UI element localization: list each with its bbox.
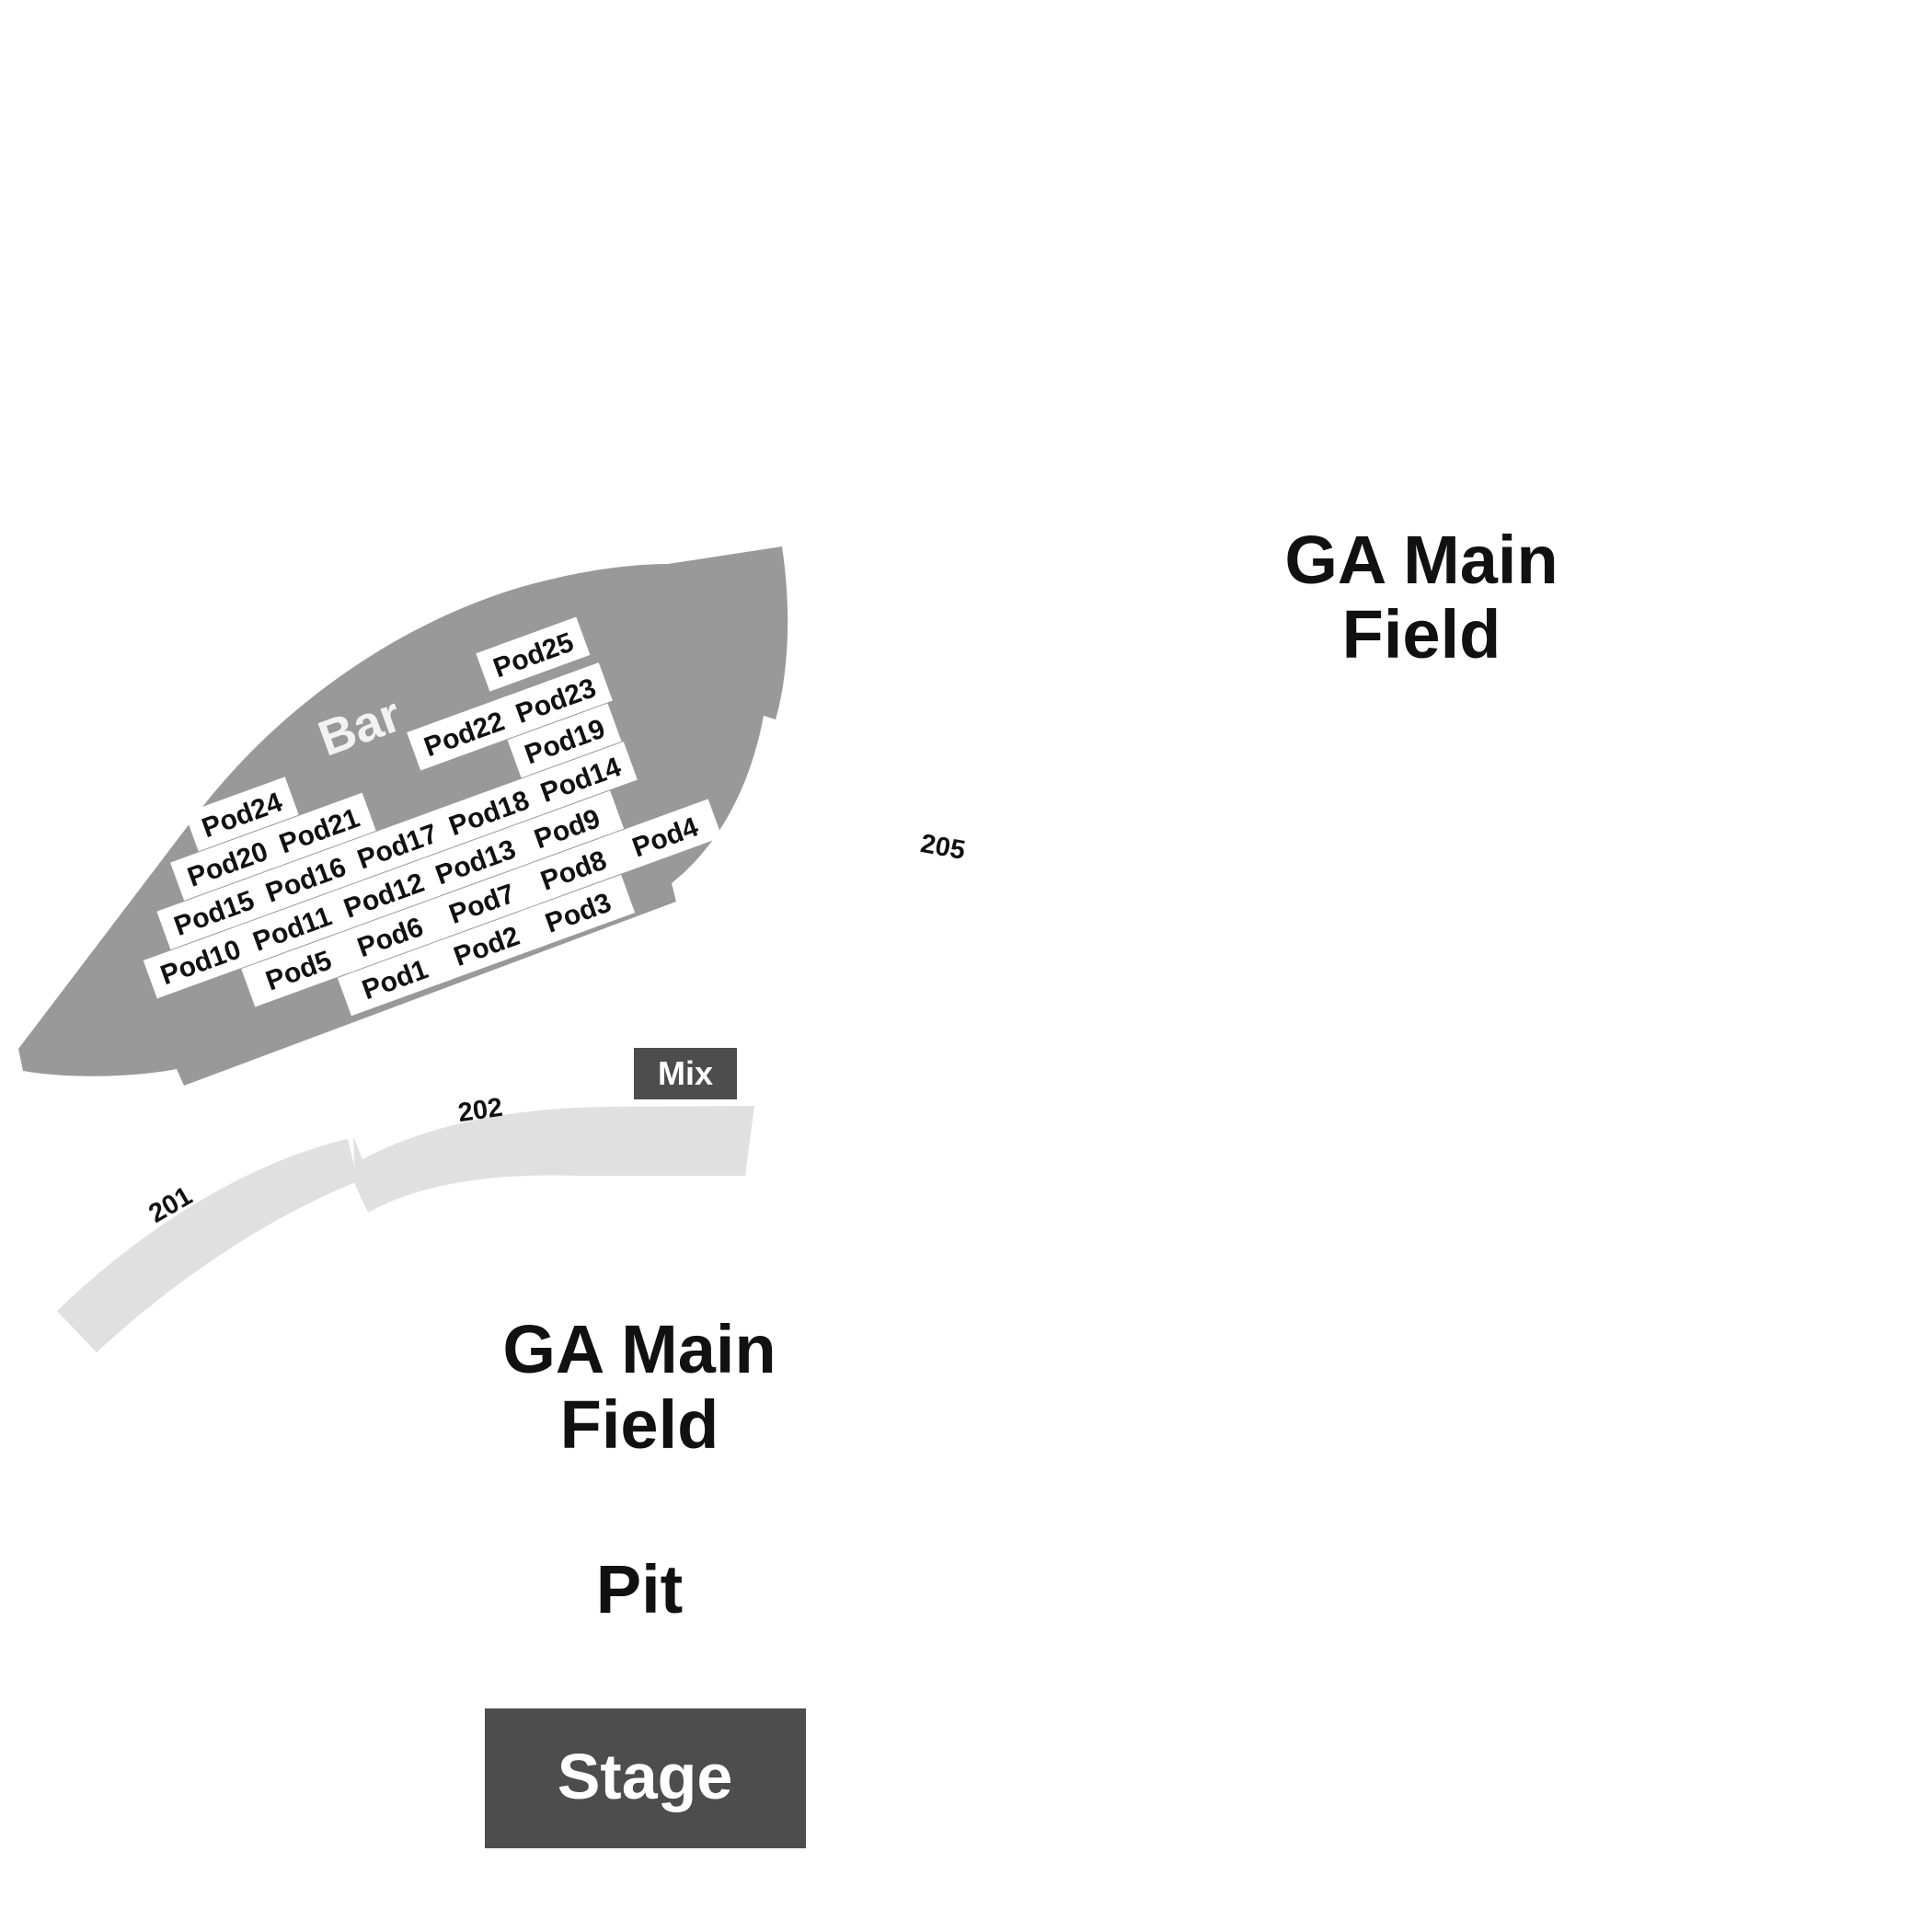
pod-11-box[interactable] <box>235 891 350 966</box>
pod-17-box[interactable] <box>339 808 454 883</box>
pod-10-box[interactable] <box>143 924 258 999</box>
pod-19-box[interactable] <box>507 703 622 778</box>
pod-1-box[interactable] <box>337 941 452 1017</box>
ga-main-field-lower-line1[interactable]: GA Main <box>502 1311 776 1387</box>
pod-24-box[interactable] <box>184 776 299 852</box>
pods-group: Pod25Pod24Pod22Pod23Pod20Pod21Pod19Pod15… <box>143 616 722 1017</box>
pod-6-box[interactable] <box>332 899 447 974</box>
stage[interactable] <box>485 1708 806 1848</box>
section-202-label: 202 <box>456 1093 504 1128</box>
pod-3-box[interactable] <box>521 874 636 949</box>
pod-16-box[interactable] <box>247 841 363 916</box>
pod-25-box[interactable] <box>476 616 591 692</box>
pod-9-box[interactable] <box>510 790 625 866</box>
pod-2-box[interactable] <box>429 908 544 983</box>
section-202-area[interactable] <box>353 1106 754 1213</box>
pod-21-box[interactable] <box>261 792 376 868</box>
pod-4-box[interactable] <box>607 799 722 874</box>
pod-23-box[interactable] <box>498 662 613 738</box>
pod-12-box[interactable] <box>326 857 441 932</box>
pod-15-box[interactable] <box>156 875 271 950</box>
ga-main-field-lower-line2[interactable]: Field <box>560 1386 719 1463</box>
ga-main-field-upper-line1[interactable]: GA Main <box>1284 522 1558 598</box>
pod-20-box[interactable] <box>170 825 285 901</box>
pod-5-box[interactable] <box>241 932 356 1007</box>
section-201-area[interactable] <box>57 1139 358 1352</box>
pod-13-box[interactable] <box>418 823 533 899</box>
stage-label: Stage <box>558 1741 733 1812</box>
mix-position[interactable] <box>634 1048 737 1099</box>
pod-22-box[interactable] <box>407 696 522 771</box>
mix-label: Mix <box>658 1054 713 1092</box>
ga-main-field-upper-line2[interactable]: Field <box>1342 596 1501 673</box>
pod-7-box[interactable] <box>424 865 539 940</box>
section-205-label: 205 <box>918 829 967 866</box>
pod-14-box[interactable] <box>523 742 638 817</box>
pit-label[interactable]: Pit <box>596 1551 684 1627</box>
pod-18-box[interactable] <box>431 775 546 850</box>
pod-8-box[interactable] <box>516 832 631 907</box>
